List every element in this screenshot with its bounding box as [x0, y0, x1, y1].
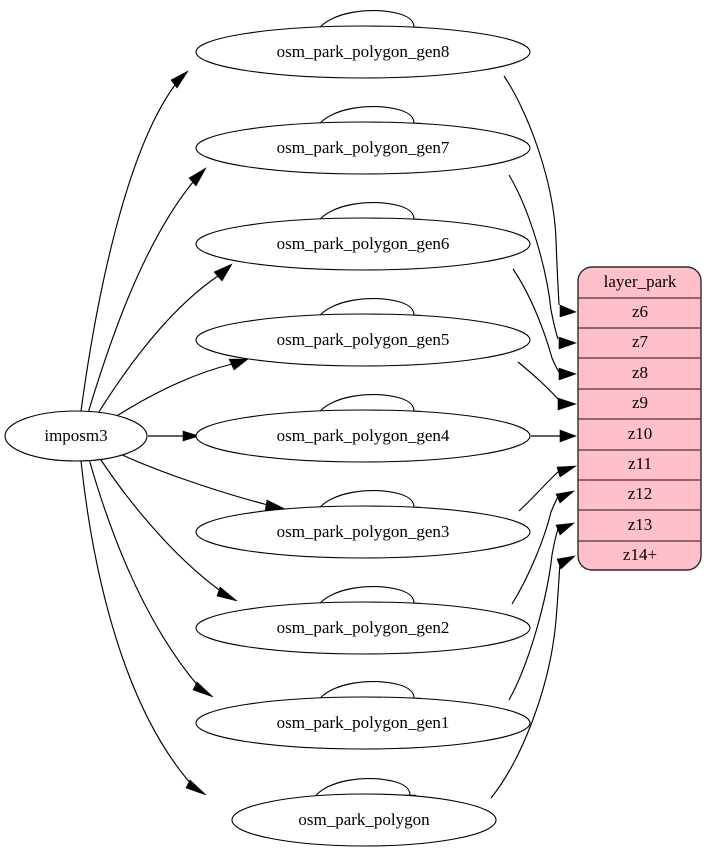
node-gen4-label: osm_park_polygon_gen4 [277, 426, 450, 445]
edge-imposm3-to-gen2 [98, 456, 223, 593]
node-gen7-label: osm_park_polygon_gen7 [277, 138, 450, 157]
node-gen2-shape[interactable] [195, 601, 531, 655]
arrowhead-imposm3-gen2 [216, 586, 238, 602]
edges-from-imposm3 [80, 70, 287, 796]
arrowhead-imposm3-gen7 [188, 167, 207, 187]
table-row-z9[interactable]: z9 [632, 393, 648, 412]
edges-to-layer-table [490, 75, 578, 799]
table-header-layer-park: layer_park [604, 272, 677, 291]
arrowhead-imposm3-gen4 [182, 430, 201, 442]
self-loop-gen2 [317, 585, 415, 607]
arrowhead-gen7-z7 [558, 336, 577, 350]
self-loop-gen7 [317, 105, 415, 127]
self-loop-gen4 [317, 393, 415, 415]
edge-imposm3-to-gen1 [88, 458, 200, 688]
edge-gen5-to-z9 [517, 361, 560, 401]
arrowhead-imposm3-gen1 [192, 681, 214, 698]
node-gen3-shape[interactable] [195, 505, 531, 559]
node-imposm3-shape[interactable] [4, 410, 148, 462]
node-gen1[interactable]: osm_park_polygon_gen1 [195, 696, 531, 750]
node-gen4-shape[interactable] [195, 409, 531, 463]
edge-gen1-to-z13 [508, 528, 559, 701]
arrowhead-gen2-z12 [555, 490, 576, 504]
arrowhead-gen6-z8 [558, 367, 577, 381]
node-imposm3-label: imposm3 [44, 426, 107, 445]
node-gen5-label: osm_park_polygon_gen5 [277, 330, 450, 349]
edge-gen7-to-z7 [508, 174, 559, 340]
edge-gen8-to-z6 [503, 75, 560, 306]
node-gen5-shape[interactable] [195, 313, 531, 367]
node-base-label: osm_park_polygon [298, 810, 430, 829]
edge-base-to-z14 [490, 562, 561, 799]
node-gen6-shape[interactable] [195, 217, 531, 271]
node-gen1-label: osm_park_polygon_gen1 [277, 713, 450, 732]
node-base-shape[interactable] [231, 793, 497, 847]
arrowhead-gen3-z11 [556, 465, 578, 478]
edge-imposm3-to-base [80, 460, 193, 786]
self-loop-base [313, 777, 411, 799]
table-row-z14plus[interactable]: z14+ [623, 545, 657, 564]
edge-gen3-to-z11 [518, 470, 560, 512]
self-loop-gen6 [317, 201, 415, 223]
table-row-z7[interactable]: z7 [632, 332, 649, 351]
arrowhead-imposm3-gen8 [170, 70, 189, 89]
arrowhead-gen4-z10 [559, 429, 577, 443]
self-loop-gen8 [317, 9, 415, 31]
table-row-z12[interactable]: z12 [628, 484, 653, 503]
node-gen6-label: osm_park_polygon_gen6 [277, 234, 450, 253]
node-gen3-label: osm_park_polygon_gen3 [277, 522, 450, 541]
node-imposm3[interactable]: imposm3 [4, 410, 148, 462]
edge-gen6-to-z8 [512, 268, 560, 373]
edge-gen2-to-z12 [511, 496, 559, 605]
node-base[interactable]: osm_park_polygon [231, 793, 497, 847]
arrowhead-gen8-z6 [559, 304, 577, 318]
table-row-z11[interactable]: z11 [628, 454, 652, 473]
node-gen5[interactable]: osm_park_polygon_gen5 [195, 313, 531, 367]
self-loop-gen1 [317, 680, 415, 702]
self-loop-gen5 [317, 297, 415, 319]
node-gen8-label: osm_park_polygon_gen8 [277, 42, 450, 61]
node-gen2-label: osm_park_polygon_gen2 [277, 618, 450, 637]
edge-imposm3-to-gen8 [80, 84, 176, 412]
arrowhead-gen5-z9 [557, 397, 577, 411]
arrowhead-base-z14 [556, 555, 576, 570]
node-gen4[interactable]: osm_park_polygon_gen4 [195, 409, 531, 463]
node-gen8-shape[interactable] [195, 25, 531, 79]
edge-imposm3-to-gen6 [96, 275, 219, 416]
table-row-z6[interactable]: z6 [632, 302, 648, 321]
self-loop-gen3 [317, 489, 415, 511]
table-row-z8[interactable]: z8 [632, 363, 648, 382]
arrowhead-imposm3-base [185, 779, 207, 796]
table-row-z10[interactable]: z10 [628, 424, 653, 443]
node-gen8[interactable]: osm_park_polygon_gen8 [195, 25, 531, 79]
node-gen6[interactable]: osm_park_polygon_gen6 [195, 217, 531, 271]
table-row-z13[interactable]: z13 [628, 515, 653, 534]
node-gen2[interactable]: osm_park_polygon_gen2 [195, 601, 531, 655]
edge-imposm3-to-gen3 [117, 452, 269, 506]
arrowhead-imposm3-gen6 [213, 263, 233, 282]
node-gen3[interactable]: osm_park_polygon_gen3 [195, 505, 531, 559]
node-gen7-shape[interactable] [195, 121, 531, 175]
node-gen1-shape[interactable] [195, 696, 531, 750]
arrowhead-gen1-z13 [555, 522, 575, 536]
node-gen7[interactable]: osm_park_polygon_gen7 [195, 121, 531, 175]
arrowhead-imposm3-gen5 [228, 358, 249, 371]
layer-park-table[interactable]: layer_park z6 z7 z8 z9 z10 z11 z12 z13 z… [577, 266, 702, 571]
edge-imposm3-to-gen5 [111, 363, 233, 420]
edge-imposm3-to-gen7 [87, 181, 194, 414]
